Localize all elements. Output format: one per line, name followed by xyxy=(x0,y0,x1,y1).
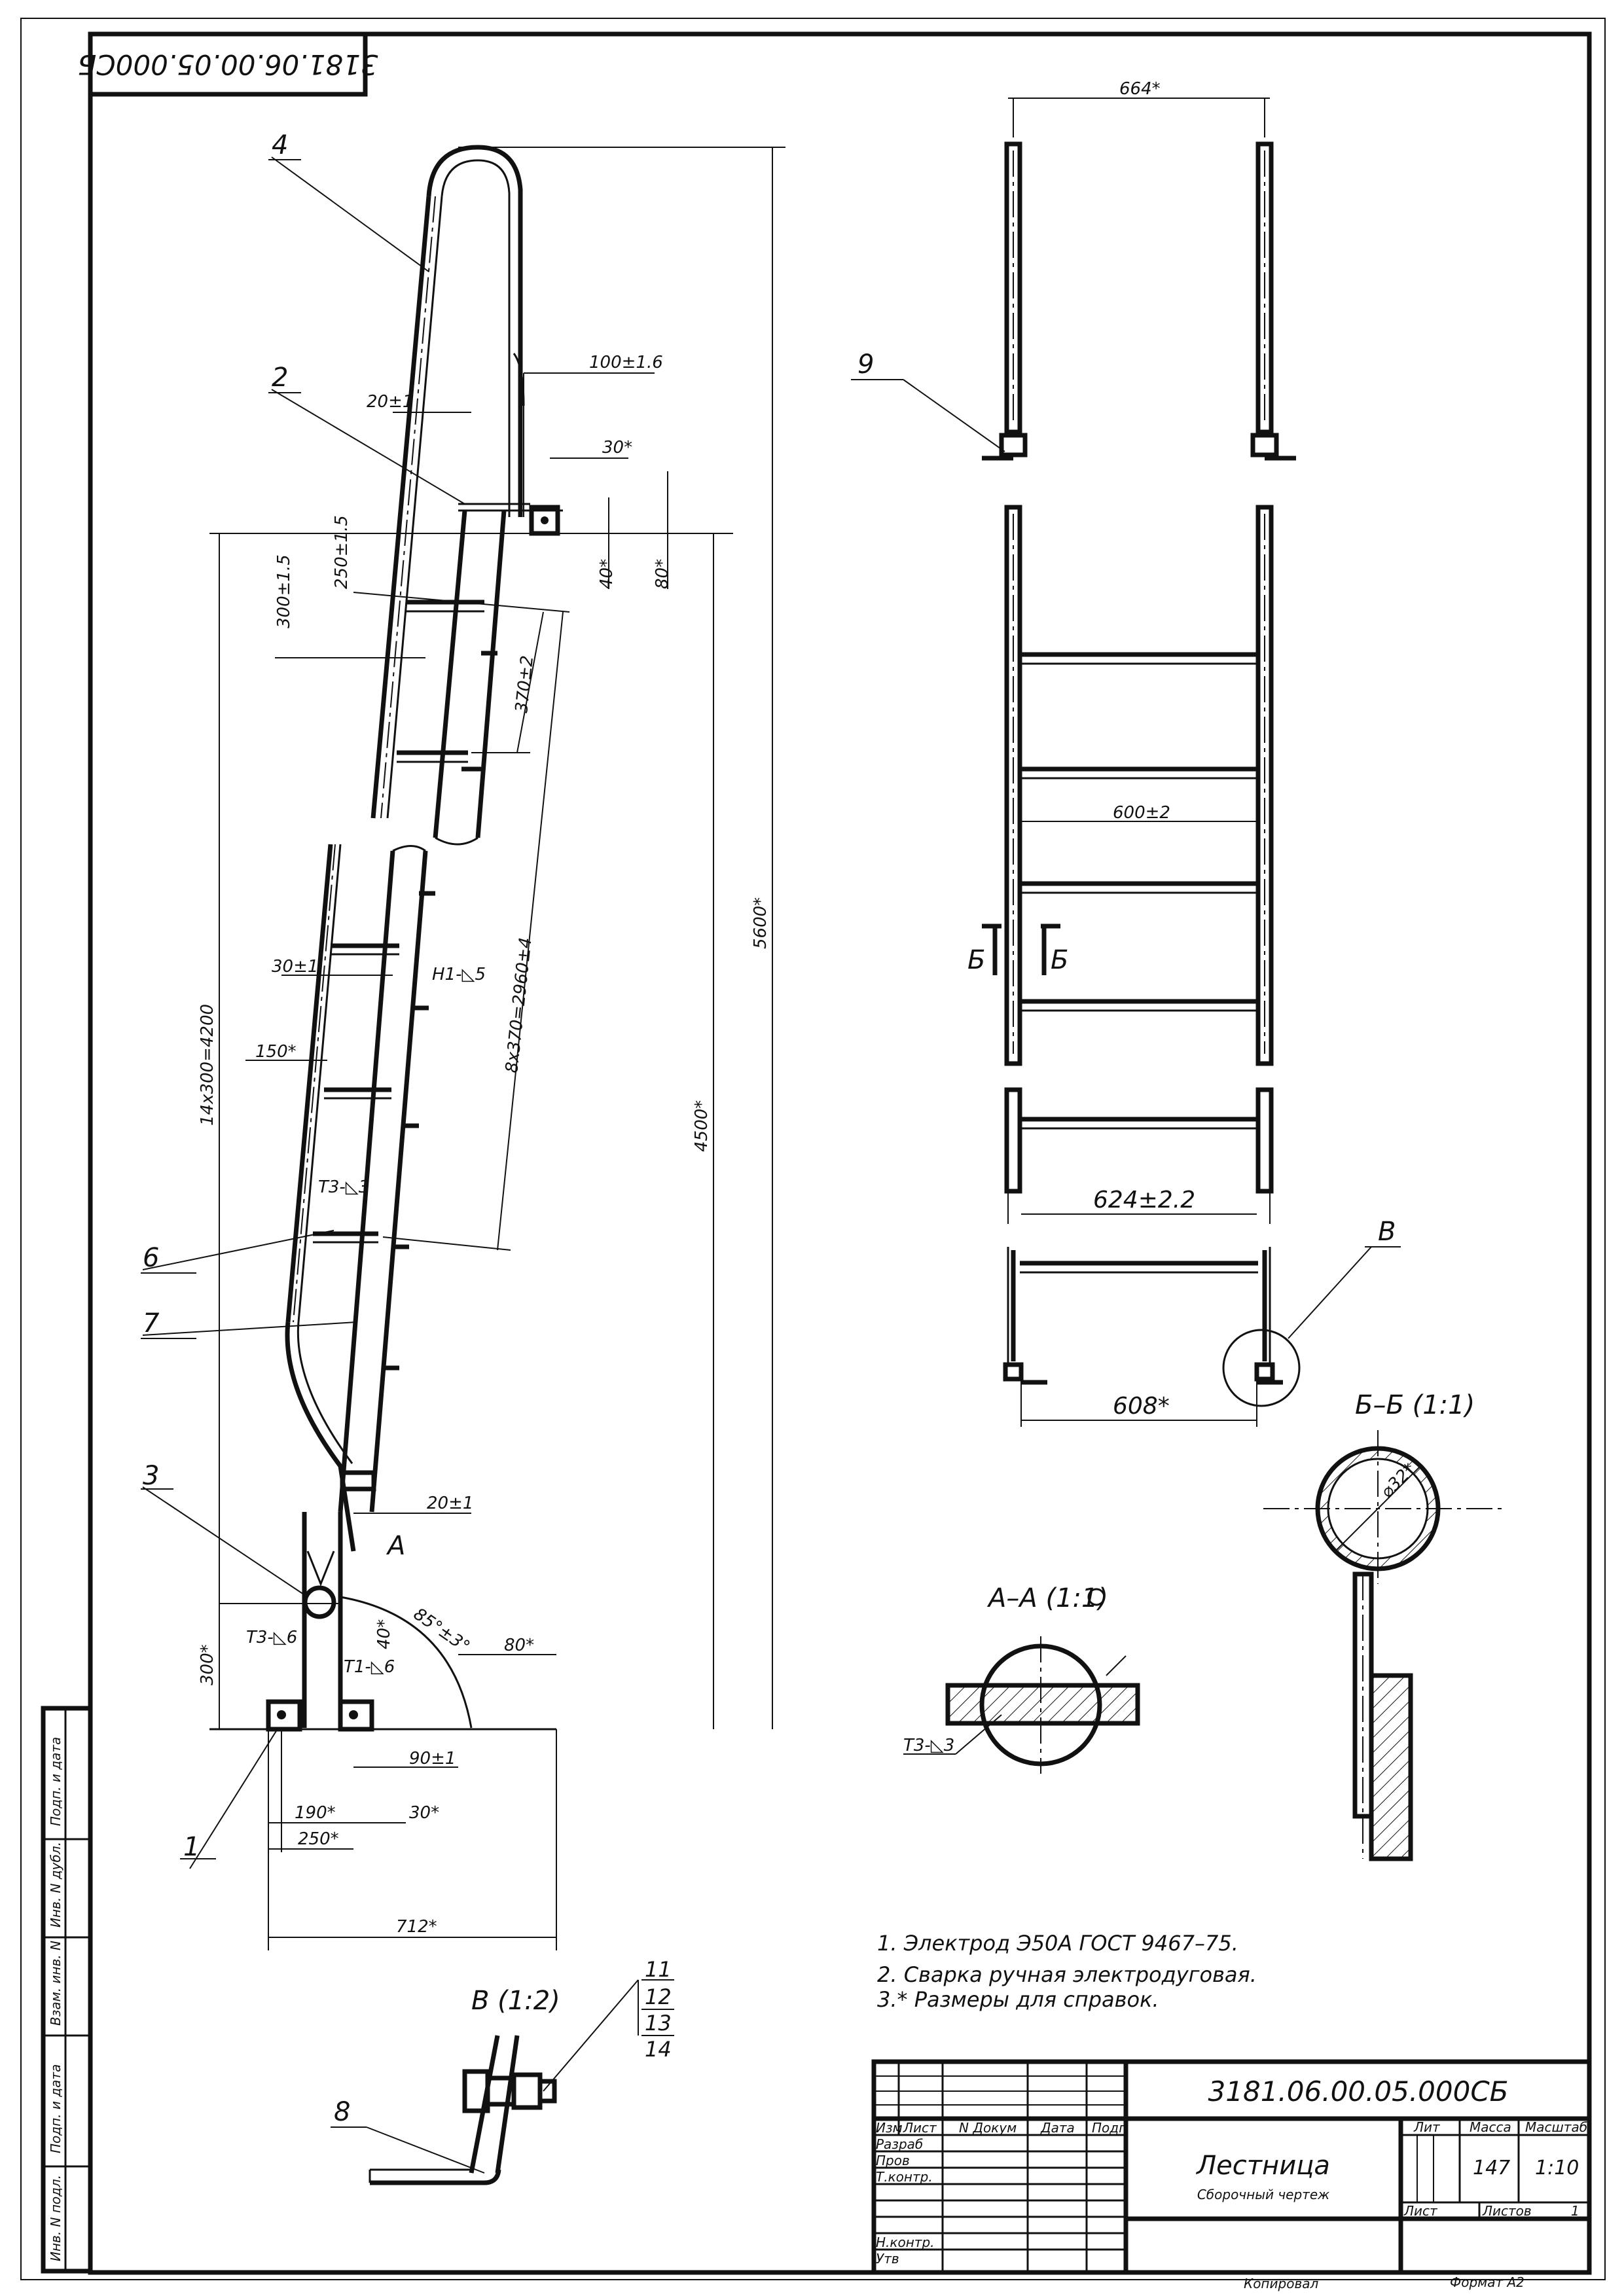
dim-370: 370±2 xyxy=(512,655,537,714)
callout-8: 8 xyxy=(334,2097,350,2127)
title-block xyxy=(871,2059,1592,2275)
dim-90: 90±1 xyxy=(409,1749,456,1768)
strip-label-5: Инв. N подл. xyxy=(48,2175,63,2261)
dim-300b: 300* xyxy=(198,1644,217,1685)
tb-mass: 147 xyxy=(1473,2157,1510,2179)
dim-300a: 300±1.5 xyxy=(274,554,294,628)
dim-80a: 80* xyxy=(653,559,672,589)
part-14: 14 xyxy=(645,2037,672,2062)
tb-format: Формат А2 xyxy=(1450,2274,1525,2290)
note-2: 2. Сварка ручная электродуговая. xyxy=(877,1962,1257,1987)
dim-250: 250±1.5 xyxy=(332,515,352,589)
callout-2: 2 xyxy=(272,363,288,393)
dim-30a: 30* xyxy=(602,438,632,457)
dim-40b: 40* xyxy=(374,1619,394,1649)
part-13: 13 xyxy=(645,2011,672,2036)
sheet-border-outer xyxy=(20,18,1606,2280)
note-1: 1. Электрод Э50А ГОСТ 9467–75. xyxy=(877,1931,1238,1956)
rotated-stamp-text: 3181.06.00.05.000СБ xyxy=(78,48,378,81)
section-mark-b-left: Б xyxy=(967,945,985,975)
dim-150: 150* xyxy=(255,1042,297,1062)
tb-role-tkontr: Т.контр. xyxy=(876,2169,933,2185)
detail-v-marker: В xyxy=(1378,1217,1396,1247)
dim-608: 608* xyxy=(1113,1393,1170,1420)
weld-aa: Т3-◺3 xyxy=(903,1736,954,1755)
tb-sheets-label: Листов xyxy=(1482,2203,1532,2219)
tb-col-ndokum: N Докум xyxy=(959,2120,1017,2136)
dim-100: 100±1.6 xyxy=(589,353,663,372)
tb-sheet-label: Лист xyxy=(1403,2203,1438,2219)
callout-7: 7 xyxy=(143,1308,160,1338)
view-aa-title: А–А (1:1) xyxy=(986,1583,1108,1613)
tb-scale: 1:10 xyxy=(1535,2157,1579,2179)
callout-3: 3 xyxy=(143,1461,159,1491)
dim-250b: 250* xyxy=(298,1829,339,1849)
dim-190: 190* xyxy=(295,1803,336,1823)
tb-copied: Копировал xyxy=(1244,2276,1318,2291)
tb-role-utv: Утв xyxy=(876,2251,899,2267)
tb-col-list: Лист xyxy=(903,2120,937,2136)
strip-label-2: Инв. N дубл. xyxy=(48,1842,63,1928)
dim-712: 712* xyxy=(396,1917,437,1937)
strip-label-1: Подп. и дата xyxy=(48,1737,63,1826)
tb-col-data: Дата xyxy=(1040,2120,1075,2136)
side-view xyxy=(141,145,785,1950)
weld-t3b: Т3-◺6 xyxy=(246,1628,297,1647)
tb-mass-label: Масса xyxy=(1470,2119,1511,2135)
tb-doc-number: 3181.06.00.05.000СБ xyxy=(1208,2075,1509,2108)
callout-9: 9 xyxy=(857,350,874,380)
section-mark-b-right: Б xyxy=(1051,945,1068,975)
dim-5600: 5600* xyxy=(751,897,770,949)
detail-v-circle xyxy=(1222,1329,1301,1407)
part-11: 11 xyxy=(645,1957,672,1982)
dim-664: 664* xyxy=(1119,79,1161,99)
section-bb xyxy=(1263,1430,1506,1861)
dim-8x370: 8x370=2960±4 xyxy=(502,937,536,1074)
tb-scale-label: Масштаб xyxy=(1525,2119,1587,2135)
dim-20-top: 20±1 xyxy=(367,392,413,412)
weld-t3a: Т3-◺3 xyxy=(318,1177,369,1197)
section-bb-title: Б–Б (1:1) xyxy=(1355,1390,1475,1420)
callout-6: 6 xyxy=(143,1243,159,1273)
dim-4500: 4500* xyxy=(692,1100,712,1152)
front-view xyxy=(851,98,1401,1427)
tb-lit-label: Лит xyxy=(1413,2119,1441,2135)
dim-600: 600±2 xyxy=(1113,803,1170,823)
dim-40a: 40* xyxy=(597,559,617,589)
callout-1: 1 xyxy=(183,1832,200,1862)
dim-30pm1: 30±1 xyxy=(272,957,318,977)
strip-label-4: Подп. и дата xyxy=(48,2064,63,2153)
drawing-frame xyxy=(88,31,1592,2275)
tb-name: Лестница xyxy=(1195,2151,1330,2181)
dim-624: 624±2.2 xyxy=(1093,1187,1195,1213)
dim-80b: 80* xyxy=(504,1636,534,1655)
view-aa xyxy=(903,1588,1140,1774)
tb-role-razrab: Разраб xyxy=(876,2136,923,2152)
weld-h1: Н1-◺5 xyxy=(432,965,486,984)
strip-label-3: Взам. инв. N xyxy=(48,1941,63,2026)
callout-4: 4 xyxy=(272,130,288,160)
dim-30b: 30* xyxy=(409,1803,439,1823)
view-a-marker: А xyxy=(386,1531,405,1561)
part-12: 12 xyxy=(645,1984,672,2009)
tb-subname: Сборочный чертеж xyxy=(1197,2187,1329,2202)
note-3: 3.* Размеры для справок. xyxy=(877,1987,1159,2012)
tb-col-izm: Изм xyxy=(876,2120,903,2136)
weld-t1: Т1-◺6 xyxy=(344,1657,395,1677)
tb-role-prov: Пров xyxy=(876,2153,910,2168)
rotated-stamp-box xyxy=(88,31,368,97)
tb-sheets: 1 xyxy=(1571,2203,1579,2219)
dim-20-low: 20±1 xyxy=(427,1494,473,1513)
left-strip: Подп. и дата Инв. N дубл. Взам. инв. N П… xyxy=(41,1706,93,2274)
tb-col-podp: Подп xyxy=(1092,2120,1127,2136)
handrail-loop xyxy=(426,145,523,517)
tb-role-nkontr: Н.контр. xyxy=(876,2234,935,2250)
dim-14x300: 14x300=4200 xyxy=(198,1004,217,1126)
view-v xyxy=(331,1979,674,2185)
view-v-title: В (1:2) xyxy=(471,1986,560,2016)
